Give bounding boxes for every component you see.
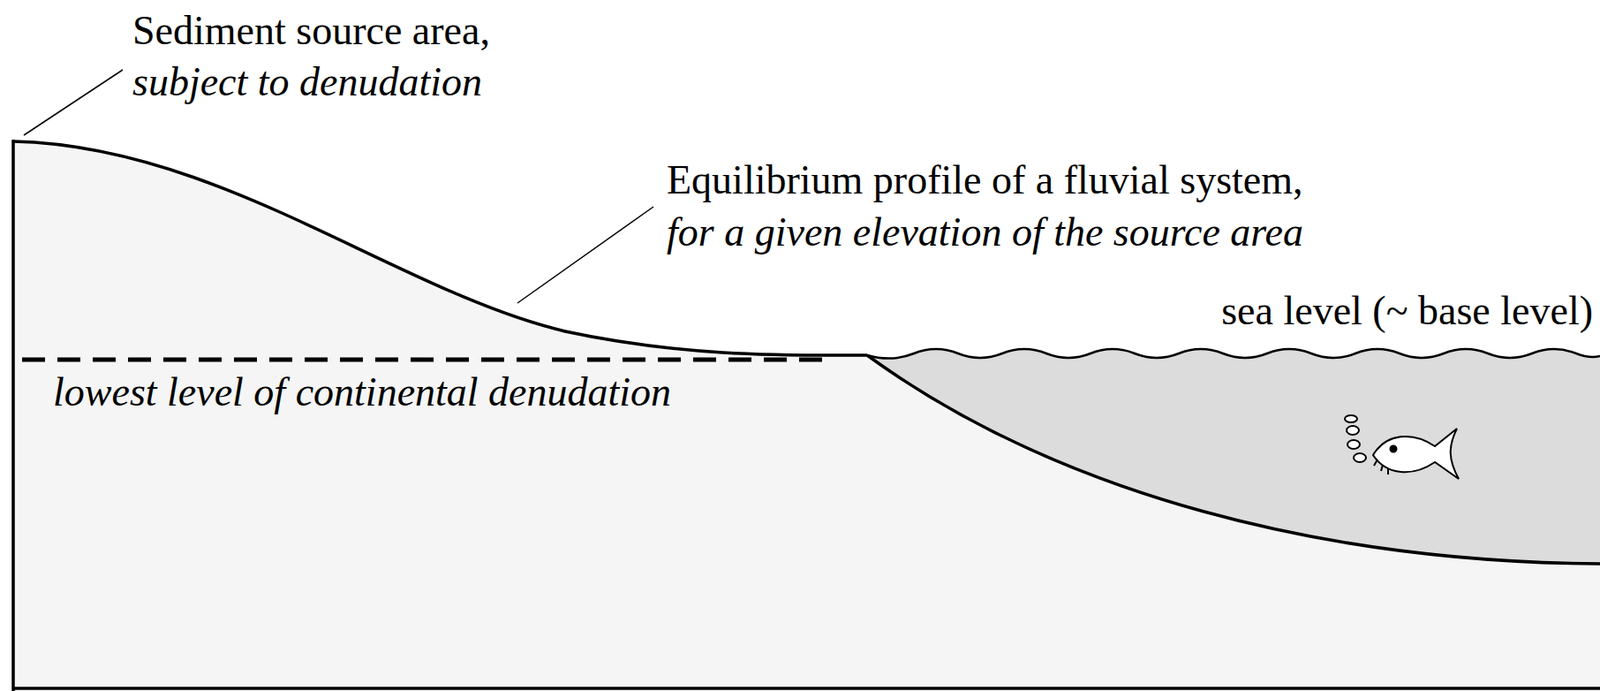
section-border	[11, 139, 16, 691]
annotation-label: subject to denudation	[132, 61, 483, 103]
leader-line	[517, 206, 654, 303]
section-border	[13, 686, 1600, 690]
sea-surface	[867, 348, 1600, 359]
fish-icon	[1344, 415, 1459, 479]
land-fill	[13, 141, 1600, 691]
denudation-level-line	[22, 357, 827, 363]
annotation-label: for a given elevation of the source area	[666, 211, 1304, 253]
annotation-label: lowest level of continental denudation	[52, 371, 672, 413]
annotation-label: Sediment source area,	[132, 10, 491, 52]
sea-fill	[867, 348, 1600, 564]
seabed	[867, 354, 1600, 564]
annotation-label: Equilibrium profile of a fluvial system,	[666, 159, 1304, 201]
leader-line	[23, 69, 123, 136]
annotation-label: sea level (~ base level)	[1221, 290, 1593, 332]
